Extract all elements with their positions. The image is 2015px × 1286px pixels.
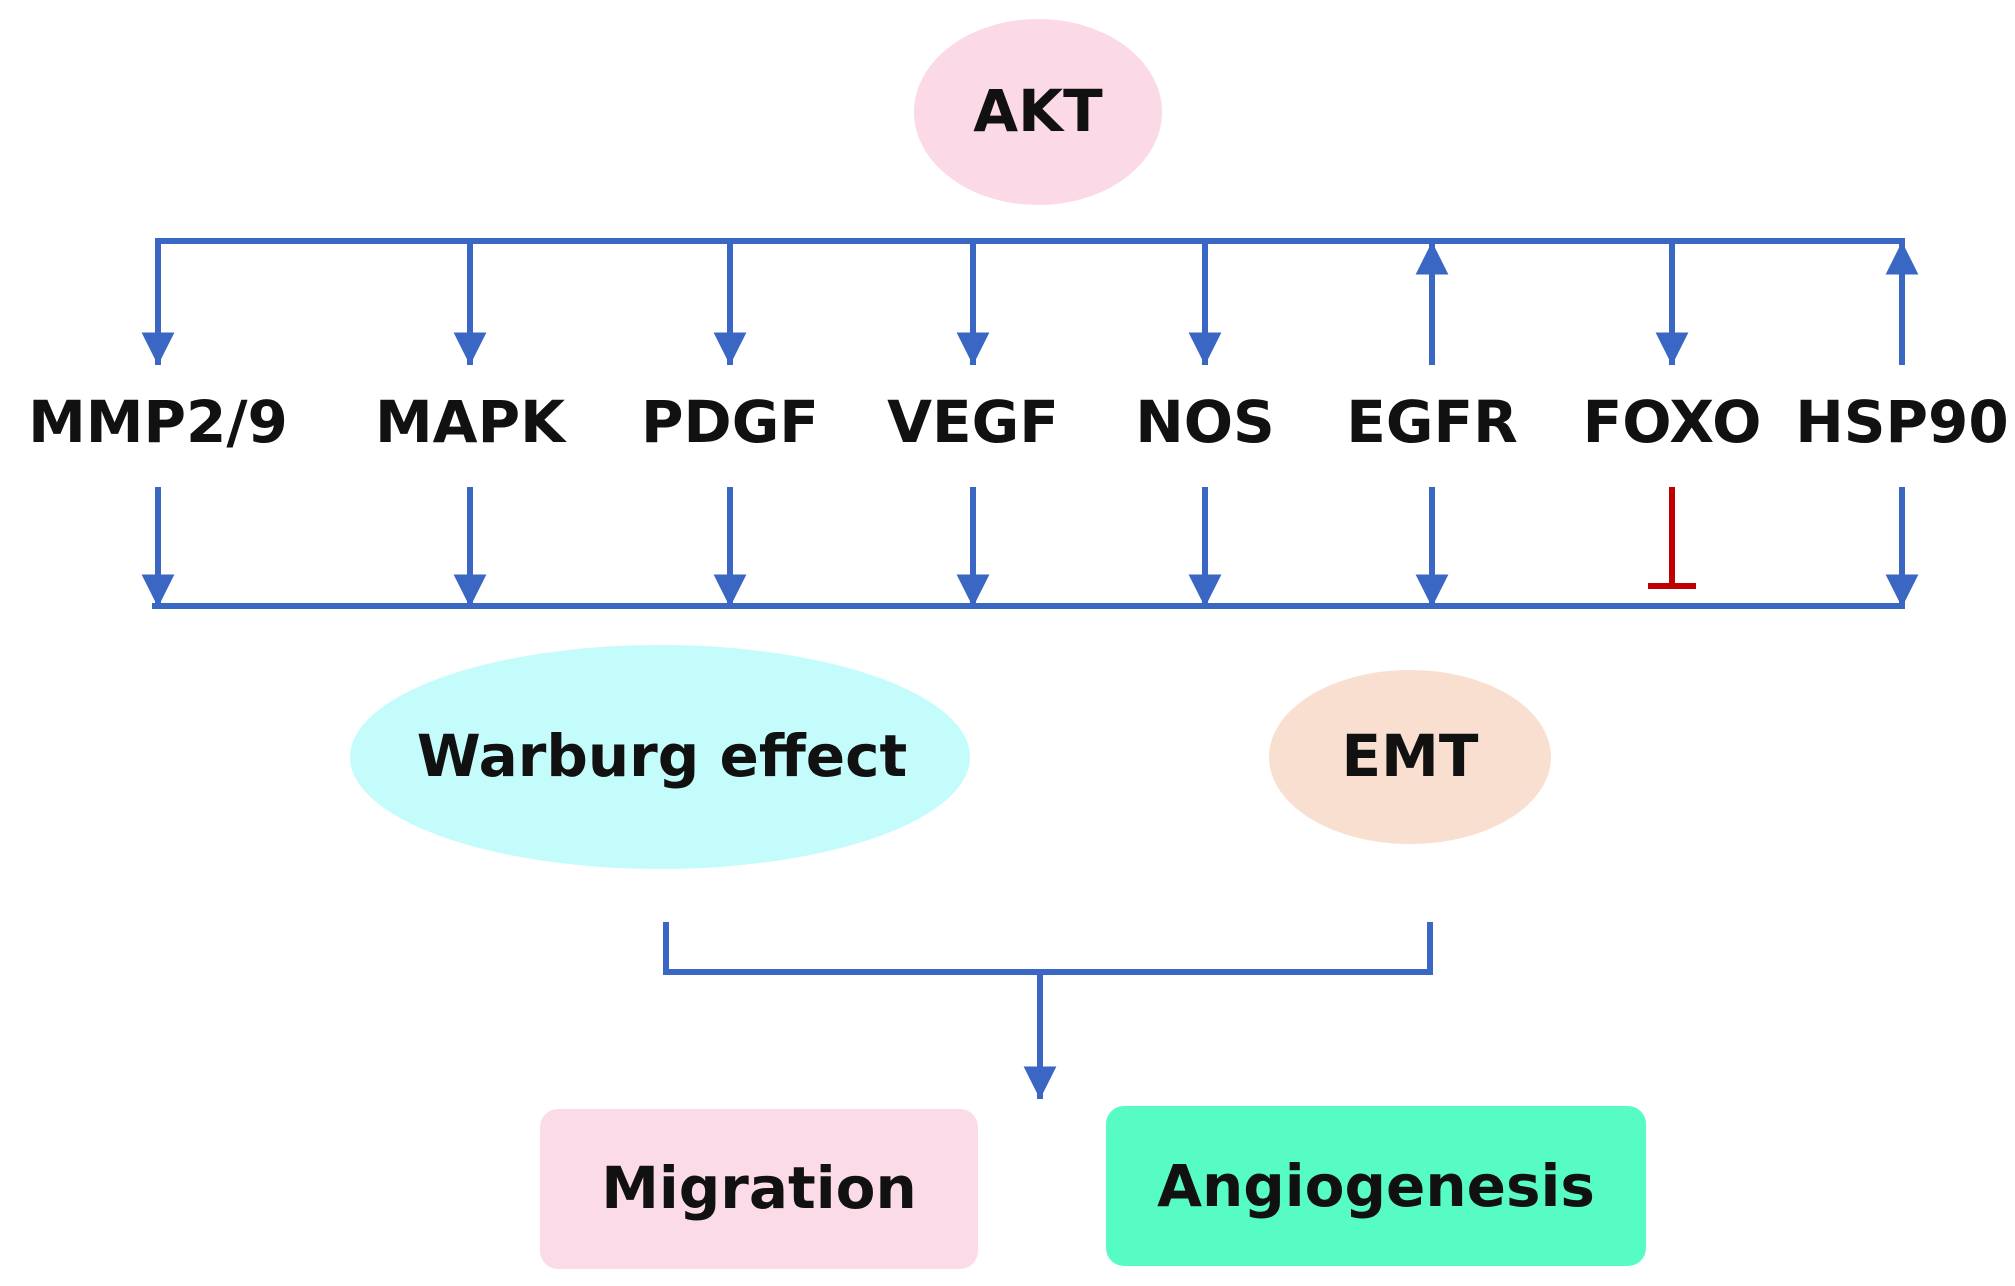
emt-label: EMT (1342, 722, 1479, 790)
pdgf-label: PDGF (641, 388, 819, 456)
merge-connector (663, 922, 1433, 1100)
akt-node: AKT (914, 19, 1162, 205)
nos-label: NOS (1135, 388, 1275, 456)
mmp2-9-label: MMP2/9 (28, 388, 288, 456)
vegf-label: VEGF (887, 388, 1059, 456)
migration-box (540, 1109, 978, 1269)
egfr-label: EGFR (1346, 388, 1518, 456)
warburg-effect-node: Warburg effect (350, 645, 970, 869)
akt-ellipse (914, 19, 1162, 205)
migration-node: Migration (540, 1109, 978, 1269)
akt-label: AKT (973, 77, 1103, 145)
foxo-label: FOXO (1583, 388, 1762, 456)
warburg-effect-label: Warburg effect (417, 722, 908, 790)
emt-ellipse (1269, 670, 1551, 844)
merge-bracket (663, 922, 1433, 975)
warburg-effect-ellipse (350, 645, 970, 869)
mapk-label: MAPK (375, 388, 567, 456)
hsp90-label: HSP90 (1795, 388, 2009, 456)
angiogenesis-node: Angiogenesis (1106, 1106, 1646, 1266)
angiogenesis-label: Angiogenesis (1157, 1152, 1595, 1220)
migration-label: Migration (601, 1154, 917, 1222)
emt-node: EMT (1269, 670, 1551, 844)
target-connectors: MMP2/9 MAPK PDGF VEGF NOS EGFR FOXO HSP90 (28, 238, 2009, 608)
angiogenesis-box (1106, 1106, 1646, 1266)
